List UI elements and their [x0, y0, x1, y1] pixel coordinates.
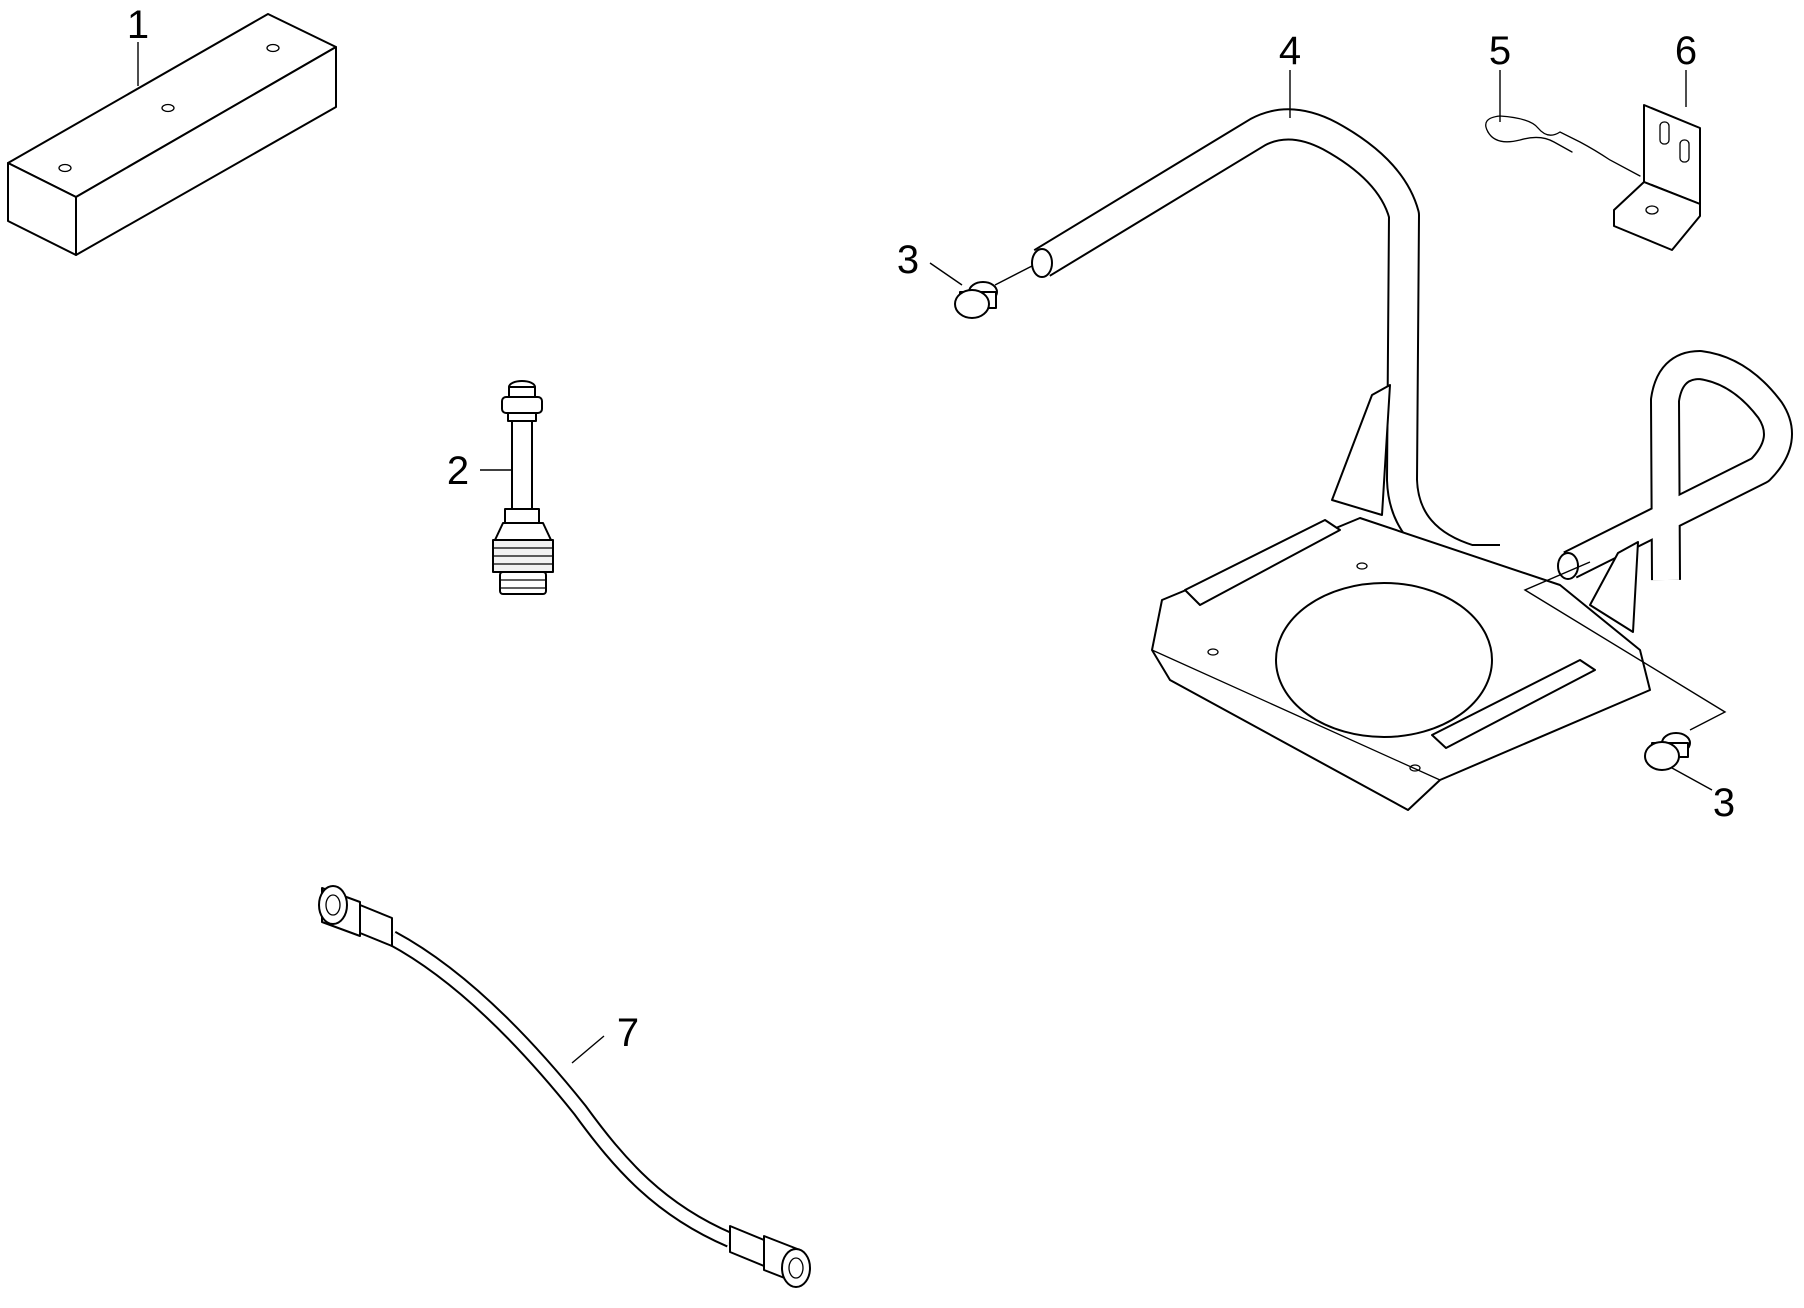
callout-7: 7	[617, 1011, 639, 1055]
callout-4: 4	[1279, 29, 1301, 73]
callouts: 1 2 3 3 4 5 6 7	[127, 3, 1735, 1055]
callout-3-lower: 3	[1713, 781, 1735, 825]
part-3-end-cap-lower[interactable]	[1644, 732, 1691, 771]
part-2-nozzle-fitting[interactable]	[492, 380, 554, 595]
callout-3-upper: 3	[897, 238, 919, 282]
callout-2: 2	[447, 449, 469, 493]
callout-1: 1	[127, 3, 149, 47]
part-5-r-clip[interactable]	[1485, 115, 1641, 177]
part-6-bracket[interactable]	[1613, 104, 1701, 251]
part-7-hose[interactable]	[318, 885, 811, 1288]
callout-6: 6	[1675, 29, 1697, 73]
leader-lines	[137, 42, 1727, 1064]
callout-5: 5	[1489, 29, 1511, 73]
part-4-frame[interactable]	[1031, 108, 1793, 811]
part-3-end-cap-upper[interactable]	[954, 281, 998, 319]
part-1-block[interactable]	[7, 13, 337, 256]
